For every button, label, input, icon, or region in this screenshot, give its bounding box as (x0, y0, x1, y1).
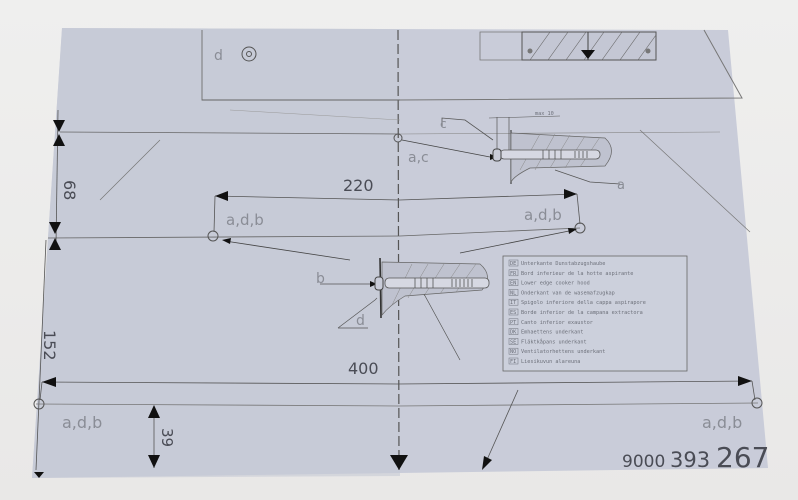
dim-68: 68 (60, 180, 79, 200)
center-arrow-down-icon (390, 455, 408, 470)
mount-point-right-bottom (751, 397, 763, 409)
part-number: 9000 393 267 (622, 441, 769, 474)
top-arrow-down-icon (581, 50, 595, 59)
legend-item: Onderkant van de wasemafzugkap (521, 290, 615, 296)
label-d-top: d (214, 48, 223, 64)
legend-code: PT (510, 320, 516, 326)
legend-item: Fläktkåpans underkant (521, 338, 587, 345)
dim-400: 400 (348, 359, 379, 378)
center-fold-line (397, 29, 400, 471)
legend-code: ES (510, 310, 516, 316)
legend-code: DE (510, 261, 516, 267)
svg-text:b: b (316, 271, 325, 287)
label-adb-left-bottom: a,d,b (62, 413, 102, 432)
wall-plug-detail-top: c max 10 a (440, 111, 625, 193)
legend-code: NO (510, 349, 516, 355)
svg-text:a: a (617, 178, 625, 193)
legend-code-box (508, 347, 519, 355)
legend-code-box (508, 328, 519, 335)
legend-code: NL (510, 290, 516, 296)
legend-code-box (508, 269, 519, 277)
legend-code: FR (510, 271, 517, 277)
dim-220: 220 (343, 176, 374, 195)
legend-code-box (508, 318, 519, 326)
legend-code-box (508, 338, 519, 345)
legend-item: Bord inferieur de la hotte aspirante (521, 271, 633, 277)
svg-text:max 10: max 10 (535, 111, 554, 117)
wall-plug-detail-bottom: b d (316, 257, 490, 361)
label-a-c: a,c (408, 150, 429, 166)
legend-item: Spigolo inferiore della cappa aspirapore (521, 300, 646, 306)
dim-152: 152 (40, 330, 59, 361)
legend-code-box (508, 279, 519, 286)
legend-item: Canto inferior exaustor (521, 320, 593, 326)
legend-code: EN (510, 281, 516, 287)
dim-39: 39 (158, 428, 176, 447)
legend-code-box (508, 357, 519, 365)
legend-code: IT (510, 300, 516, 306)
mount-point-left-bottom (33, 398, 45, 410)
legend-code-box (508, 289, 519, 296)
legend-code: FI (510, 359, 516, 365)
legend-code-box (508, 298, 519, 306)
washer-icon (241, 46, 257, 62)
mount-point-right-mid (574, 222, 586, 234)
legend-item: Emhaettens underkant (521, 330, 583, 336)
legend-item: Borde inferior de la campana extractora (521, 310, 643, 316)
svg-text:d: d (356, 313, 365, 329)
legend-code-box (508, 259, 519, 267)
mount-point-ac (393, 133, 403, 143)
top-hatched-block (479, 31, 657, 61)
legend-code-box (508, 308, 519, 316)
label-adb-left-mid: a,d,b (226, 211, 264, 229)
legend-item: Unterkante Dunstabzugshaube (521, 261, 605, 267)
legend-code: DK (510, 330, 517, 336)
svg-text:c: c (440, 117, 447, 131)
svg-text:9000: 9000 (622, 452, 665, 472)
mount-point-left-mid (207, 230, 219, 242)
legend-item: Liesikuvun alareuna (521, 359, 580, 365)
svg-text:393: 393 (670, 448, 710, 472)
svg-text:267: 267 (716, 441, 769, 474)
legend-item: Lower edge cooker hood (521, 281, 590, 287)
legend-code: SE (510, 339, 516, 345)
legend-item: Ventilatorhettens underkant (521, 349, 605, 355)
diagonal-arrow-icon (482, 456, 492, 470)
label-adb-right-mid: a,d,b (524, 206, 562, 224)
label-adb-right-bottom: a,d,b (702, 413, 742, 432)
